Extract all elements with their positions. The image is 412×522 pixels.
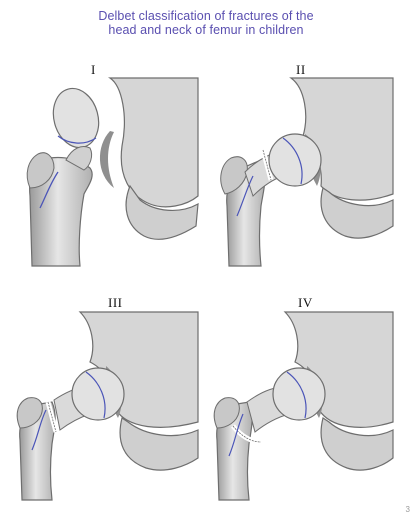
hip-illustration-type-3 xyxy=(10,310,200,500)
figure-title: Delbet classification of fractures of th… xyxy=(0,9,412,37)
title-line-1: Delbet classification of fractures of th… xyxy=(0,9,412,23)
femoral-head xyxy=(72,368,124,420)
panel-label-type-3: III xyxy=(108,295,123,311)
hip-illustration-type-2 xyxy=(205,76,395,266)
hip-illustration-type-1 xyxy=(10,76,200,266)
hip-illustration-type-4 xyxy=(205,310,395,500)
femoral-head xyxy=(273,368,325,420)
femoral-head xyxy=(269,134,321,186)
panel-label-type-4: IV xyxy=(298,295,313,311)
corner-mark: 3 xyxy=(406,505,410,514)
pelvis-bone xyxy=(110,78,198,207)
acetabulum-shadow xyxy=(100,131,114,188)
femoral-head xyxy=(47,83,105,152)
title-line-2: head and neck of femur in children xyxy=(0,23,412,37)
